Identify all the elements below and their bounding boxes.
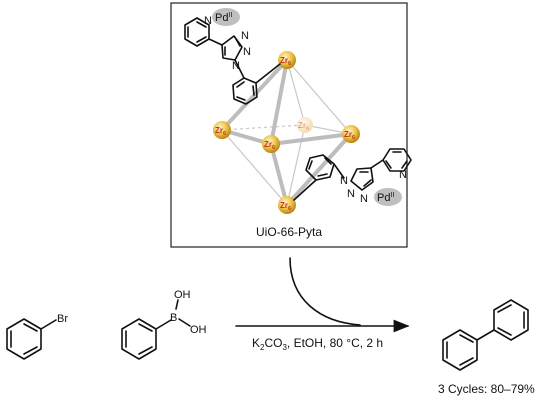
linker-bottom-right: PdII N N N N (293, 148, 412, 206)
recycling-yield: 3 Cycles: 80–79% (438, 382, 535, 396)
zr-node-left: Zr6 (213, 121, 231, 139)
catalyst-curve (289, 257, 361, 326)
zr-node-bottom: Zr6 (278, 196, 296, 214)
svg-text:N: N (243, 46, 251, 58)
mof-frame (170, 2, 408, 248)
bromobenzene: Br (6, 313, 68, 360)
svg-text:N: N (204, 15, 212, 27)
zr-node-back: Zr6 (297, 117, 313, 133)
svg-text:B: B (170, 312, 177, 324)
svg-text:OH: OH (190, 324, 207, 336)
svg-text:Zr6: Zr6 (280, 56, 291, 67)
biphenyl-product (442, 299, 529, 371)
svg-text:Br: Br (57, 313, 68, 325)
svg-text:PdII: PdII (215, 12, 232, 24)
svg-text:Zr6: Zr6 (280, 201, 291, 212)
phenylboronic-acid: B OH OH (121, 289, 207, 360)
svg-text:Zr6: Zr6 (344, 130, 355, 141)
svg-text:Zr6: Zr6 (264, 140, 275, 151)
svg-text:N: N (399, 169, 407, 181)
reaction-conditions: K2CO3, EtOH, 80 °C, 2 h (252, 336, 383, 352)
zr-node-front: Zr6 (262, 135, 280, 153)
zr-node-right: Zr6 (342, 125, 360, 143)
svg-text:Zr6: Zr6 (298, 121, 309, 132)
svg-text:N: N (340, 175, 348, 187)
mof-label: UiO-66-Pyta (256, 225, 322, 239)
svg-text:N: N (360, 193, 368, 205)
svg-text:Zr6: Zr6 (215, 126, 226, 137)
svg-text:N: N (347, 188, 355, 200)
svg-text:N: N (232, 60, 240, 72)
octahedron (220, 58, 353, 207)
zr-node-top: Zr6 (278, 51, 296, 69)
svg-text:N: N (241, 30, 249, 42)
svg-text:OH: OH (174, 289, 191, 301)
svg-text:PdII: PdII (377, 192, 394, 204)
linker-top-left: PdII N N N N (184, 8, 281, 105)
